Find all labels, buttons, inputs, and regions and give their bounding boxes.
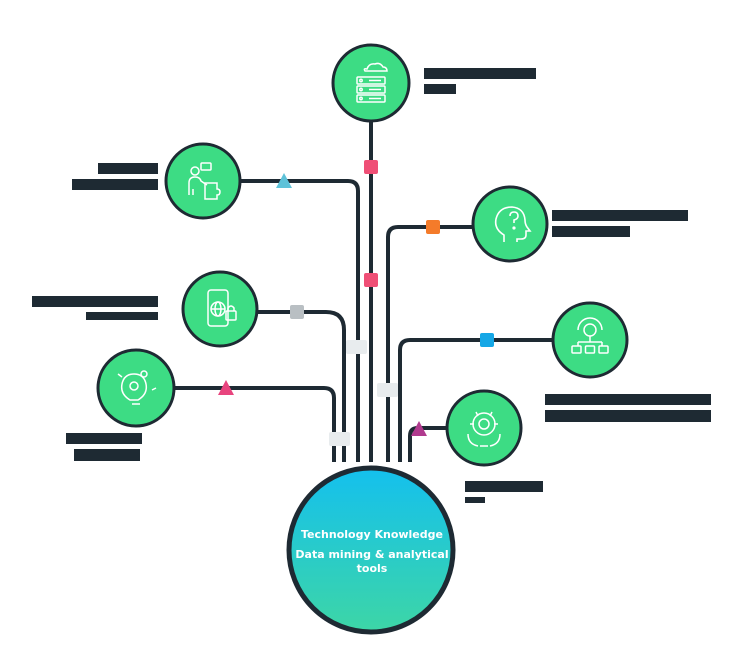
topic-nodes bbox=[96, 43, 629, 467]
label-bar-upper-left-1 bbox=[98, 163, 158, 174]
node-mid-left bbox=[181, 270, 259, 348]
marker-upper-right bbox=[426, 220, 440, 234]
label-bar-upper-right-1 bbox=[552, 210, 688, 221]
presenter-puzzle-icon bbox=[188, 162, 221, 200]
marker-mid-right bbox=[480, 333, 494, 347]
mobile-globe-lock-icon bbox=[207, 289, 237, 327]
label-bar-mid-right-2 bbox=[545, 410, 711, 422]
gear-brain-icon bbox=[467, 411, 501, 447]
label-bars bbox=[32, 68, 711, 503]
node-upper-left bbox=[164, 142, 242, 220]
connector-lower-left bbox=[173, 386, 336, 462]
marker-top-upper bbox=[364, 160, 378, 174]
junction-block bbox=[329, 432, 350, 446]
connector-upper-right bbox=[386, 225, 474, 462]
junction-blocks bbox=[329, 340, 398, 446]
server-cloud-icon bbox=[356, 62, 388, 103]
marker-upper-left bbox=[276, 173, 292, 188]
connector-mid-left bbox=[256, 310, 346, 462]
node-lower-right bbox=[445, 389, 523, 467]
center-label: Technology Knowledge Data mining & analy… bbox=[292, 528, 452, 582]
node-top bbox=[331, 43, 411, 123]
connector-markers bbox=[218, 160, 494, 436]
label-bar-top-2 bbox=[424, 84, 456, 94]
connector-upper-left bbox=[238, 179, 360, 462]
label-bar-upper-left-2 bbox=[72, 179, 158, 190]
center-circle bbox=[286, 465, 456, 635]
label-bar-lower-right-2 bbox=[465, 497, 485, 503]
connector-mid-right bbox=[398, 338, 554, 462]
marker-lower-right bbox=[411, 421, 427, 436]
connector-lines bbox=[173, 118, 554, 462]
label-bar-upper-right-2 bbox=[552, 226, 630, 237]
marker-top-lower bbox=[364, 273, 378, 287]
node-lower-left bbox=[96, 348, 176, 428]
gear-network-icon bbox=[571, 317, 609, 354]
head-question-icon bbox=[494, 206, 532, 242]
center-subtitle: Data mining & analytical tools bbox=[295, 548, 449, 575]
junction-block bbox=[346, 340, 367, 354]
label-bar-lower-left-1 bbox=[66, 433, 142, 444]
label-bar-top-1 bbox=[424, 68, 536, 79]
label-bar-mid-left-1 bbox=[32, 296, 158, 307]
center-title: Technology Knowledge bbox=[301, 528, 443, 541]
label-bar-lower-left-2 bbox=[74, 449, 140, 461]
label-bar-mid-right-1 bbox=[545, 394, 711, 405]
label-bar-lower-right-1 bbox=[465, 481, 543, 492]
node-upper-right bbox=[471, 185, 549, 263]
marker-mid-left bbox=[290, 305, 304, 319]
bulb-gears-icon bbox=[117, 370, 157, 405]
marker-lower-left bbox=[218, 380, 234, 395]
node-mid-right bbox=[551, 301, 629, 379]
label-bar-mid-left-2 bbox=[86, 312, 158, 320]
junction-block bbox=[377, 383, 398, 397]
